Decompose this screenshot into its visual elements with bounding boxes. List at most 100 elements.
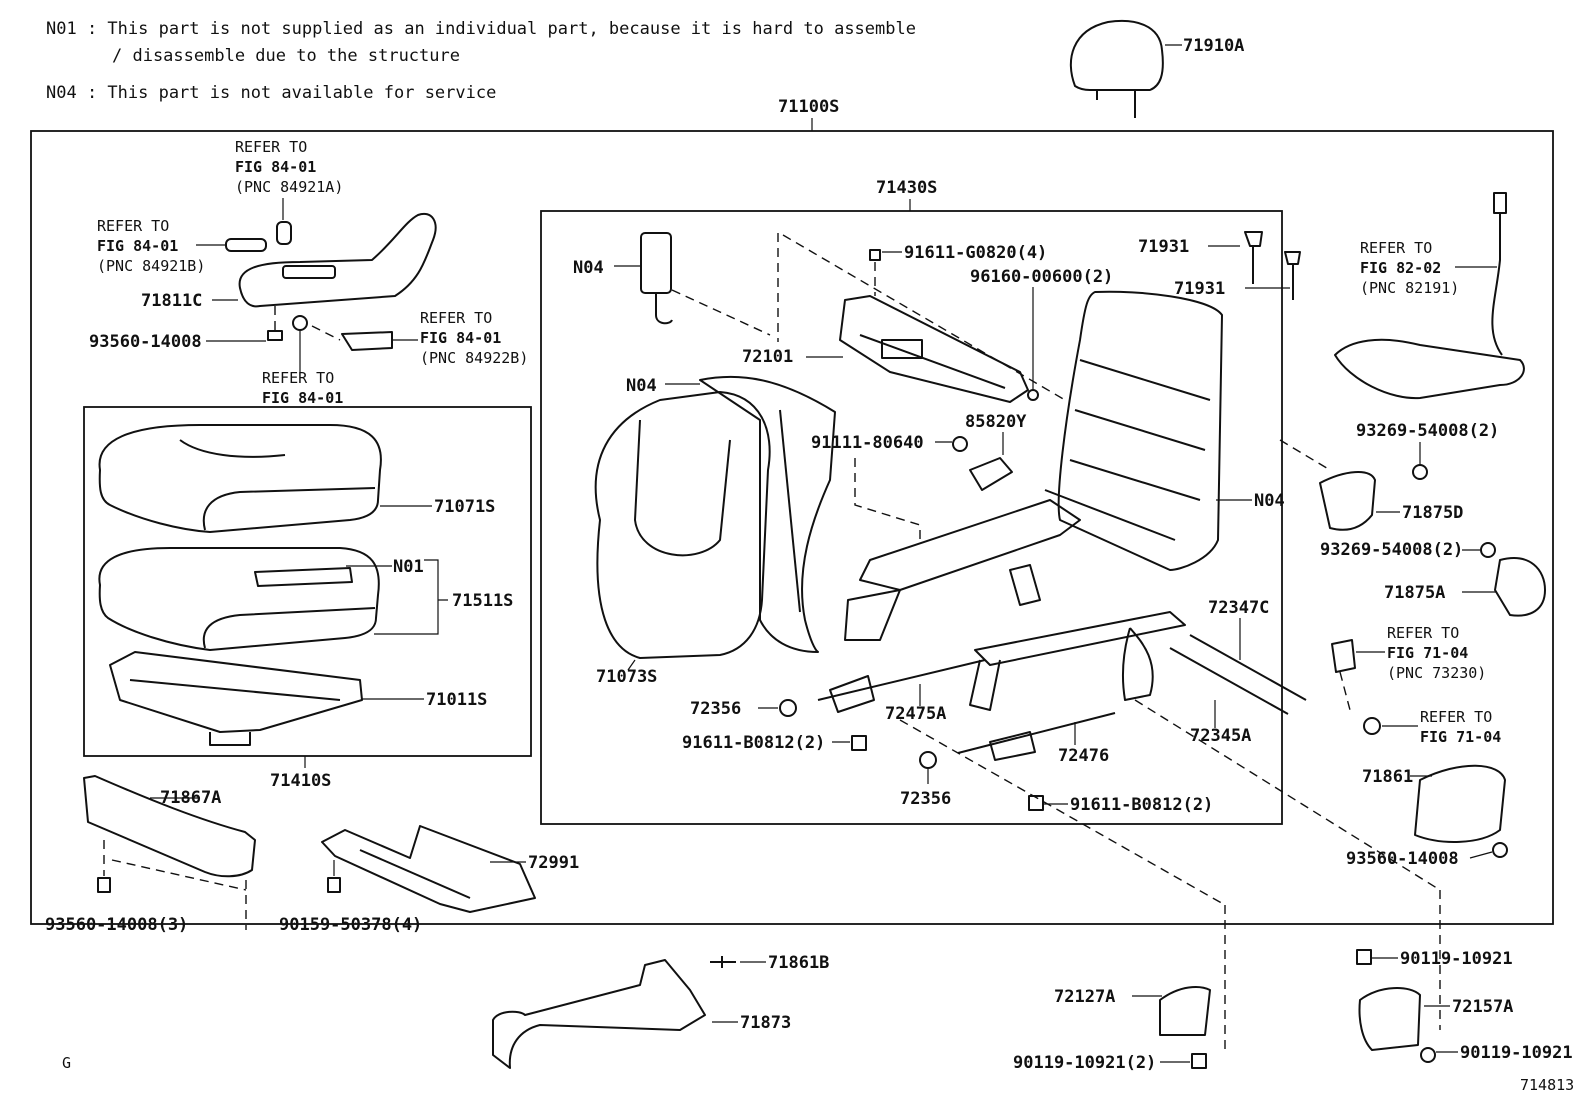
svg-text:FIG 84-01: FIG 84-01 [235, 158, 316, 176]
label-71861B: 71861B [768, 953, 829, 973]
svg-text:FIG 82-02: FIG 82-02 [1360, 259, 1441, 277]
ref5-text: REFER TO FIG 82-02 (PNC 82191) [1360, 239, 1459, 297]
label-72101: 72101 [742, 347, 793, 367]
connector-85820Y [969, 457, 1013, 491]
cushion-cover-71071S [98, 424, 382, 533]
dash-airbag [671, 289, 771, 336]
nut-72356-b [919, 751, 937, 769]
backrest-pad-N04 [699, 375, 836, 653]
svg-text:REFER TO: REFER TO [420, 309, 492, 327]
bar-72347C-2 [1169, 647, 1289, 715]
ref4-text: REFER TO FIG 84-01 [262, 369, 343, 407]
switch-84922B [341, 331, 393, 351]
note-n01-line2: / disassemble due to the structure [112, 46, 460, 66]
cover-72127A [1159, 986, 1211, 1036]
svg-text:REFER TO: REFER TO [1360, 239, 1432, 257]
bracket-71511S [374, 559, 448, 635]
wire-82191 [1491, 213, 1503, 356]
dash-bottom-1 [899, 719, 1226, 906]
belt-73230 [1331, 639, 1356, 673]
seat-frame-group-frame [540, 210, 1283, 825]
label-71867A: 71867A [160, 788, 221, 808]
backrest-cover-71073S [594, 391, 771, 659]
rod-72475A [817, 659, 986, 701]
label-72356-a: 72356 [690, 699, 741, 719]
marker-N04-airbag: N04 [573, 258, 604, 278]
label-96160-00600-2: 96160-00600(2) [970, 267, 1113, 287]
bolt-91611-G0820 [869, 249, 881, 261]
bracket-71873 [492, 959, 706, 1069]
label-71410S: 71410S [270, 771, 331, 791]
label-72347C: 72347C [1208, 598, 1269, 618]
marker-N01: N01 [393, 557, 424, 577]
label-71071S: 71071S [434, 497, 495, 517]
motor-72101 [839, 295, 1029, 403]
label-71931-a: 71931 [1138, 237, 1189, 257]
svg-text:REFER TO: REFER TO [1420, 708, 1492, 726]
label-71931-b: 71931 [1174, 279, 1225, 299]
note-n04: N04 : This part is not available for ser… [46, 83, 496, 103]
screw-93560 [267, 330, 283, 341]
label-71100S: 71100S [778, 97, 839, 117]
label-90159-50378-4: 90159-50378(4) [279, 915, 422, 935]
clip-ref4 [292, 315, 308, 331]
label-72127A: 72127A [1054, 987, 1115, 1007]
dash-mid-1 [854, 458, 921, 540]
figure-id: 714813 [1520, 1076, 1574, 1094]
label-91611-B0812-2a: 91611-B0812(2) [682, 733, 825, 753]
label-71511S: 71511S [452, 591, 513, 611]
label-91611-G0820-4: 91611-G0820(4) [904, 243, 1047, 263]
bolt-90119-b [1420, 1047, 1436, 1063]
cushion-frame-71011S [109, 651, 363, 746]
bolt-91111 [952, 436, 968, 452]
rod-72476 [957, 712, 1116, 754]
svg-text:(PNC 84921B): (PNC 84921B) [97, 257, 205, 275]
label-71073S: 71073S [596, 667, 657, 687]
ref6-text: REFER TO FIG 71-04 (PNC 73230) [1387, 624, 1486, 682]
dash-71867A-c [111, 859, 247, 891]
label-71875A: 71875A [1384, 583, 1445, 603]
label-93560-14008-r: 93560-14008 [1346, 849, 1459, 869]
nut-72356-a [779, 699, 797, 717]
ref1-text: REFER TO FIG 84-01 (PNC 84921A) [235, 138, 343, 196]
ref2-text: REFER TO FIG 84-01 (PNC 84921B) [97, 217, 205, 275]
ref3-text: REFER TO FIG 84-01 (PNC 84922B) [420, 309, 528, 367]
cushion-group-frame [83, 406, 532, 757]
dash-switch-assy [311, 325, 341, 341]
label-91111-80640: 91111-80640 [811, 433, 924, 453]
bolt-91611-B0812-b [1028, 795, 1044, 811]
label-90119-10921-a: 90119-10921 [1400, 949, 1513, 969]
label-71873: 71873 [740, 1013, 791, 1033]
svg-text:(PNC 73230): (PNC 73230) [1387, 664, 1486, 682]
cover-71875D [1319, 471, 1376, 531]
variant-code: G [62, 1054, 71, 1072]
screw-93560-r [1492, 842, 1508, 858]
bolt-91611-B0812-a [851, 735, 867, 751]
label-72356-b: 72356 [900, 789, 951, 809]
bolt-93269-b [1480, 542, 1496, 558]
clip-71861B [710, 956, 736, 968]
side-shield-71811C [238, 212, 437, 308]
label-71875D: 71875D [1402, 503, 1463, 523]
label-71011S: 71011S [426, 690, 487, 710]
seatback-frame-N04 [1044, 290, 1223, 571]
svg-text:FIG 71-04: FIG 71-04 [1420, 728, 1501, 746]
cushion-pad-71511S [98, 547, 380, 651]
bolt-90119-2 [1191, 1053, 1207, 1069]
leader-71073S [627, 659, 636, 671]
label-90119-10921-b: 90119-10921 [1460, 1043, 1573, 1063]
bar-72347C [1189, 634, 1307, 701]
svg-text:FIG 84-01: FIG 84-01 [262, 389, 343, 407]
label-72475A: 72475A [885, 704, 946, 724]
label-93269-54008-2b: 93269-54008(2) [1320, 540, 1463, 560]
bracket-72991 [321, 825, 536, 913]
bolt-90119-a [1356, 949, 1372, 965]
cover-71861 [1414, 764, 1506, 843]
marker-N04-pad: N04 [626, 376, 657, 396]
label-93269-54008-2a: 93269-54008(2) [1356, 421, 1499, 441]
shield-switch-slot [282, 265, 336, 279]
svg-text:REFER TO: REFER TO [235, 138, 307, 156]
label-90119-10921-2: 90119-10921(2) [1013, 1053, 1156, 1073]
svg-text:REFER TO: REFER TO [97, 217, 169, 235]
label-91611-B0812-2b: 91611-B0812(2) [1070, 795, 1213, 815]
